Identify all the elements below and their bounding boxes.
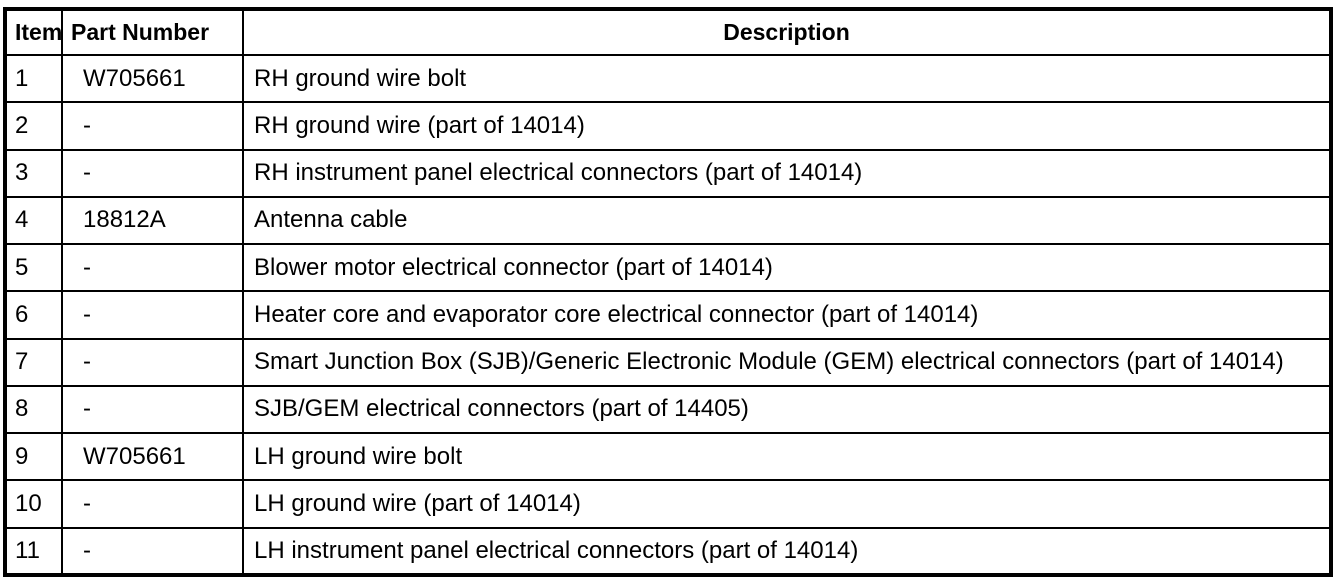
description-cell: LH instrument panel electrical connector…	[242, 526, 1332, 577]
description-cell: Antenna cable	[242, 195, 1332, 246]
item-cell: 6	[4, 290, 63, 340]
part-number-cell: -	[61, 337, 244, 387]
table-header-row: Item Part Number Description	[4, 8, 1332, 56]
parts-table: Item Part Number Description 1 W705661 R…	[3, 7, 1333, 577]
table-row: 3 - RH instrument panel electrical conne…	[4, 148, 1332, 198]
part-number-cell: W705661	[61, 432, 244, 482]
table-row: 4 18812A Antenna cable	[4, 195, 1332, 246]
description-cell: SJB/GEM electrical connectors (part of 1…	[242, 384, 1332, 435]
item-cell: 9	[4, 432, 63, 482]
item-cell: 3	[4, 148, 63, 198]
part-number-cell: -	[61, 101, 244, 151]
item-cell: 7	[4, 337, 63, 387]
item-cell: 11	[4, 526, 63, 577]
table-row: 7 - Smart Junction Box (SJB)/Generic Ele…	[4, 337, 1332, 387]
item-cell: 10	[4, 479, 63, 529]
description-cell: LH ground wire bolt	[242, 432, 1332, 482]
description-cell: RH instrument panel electrical connector…	[242, 148, 1332, 198]
part-number-cell: -	[61, 290, 244, 340]
table-row: 8 - SJB/GEM electrical connectors (part …	[4, 384, 1332, 435]
table-row: 5 - Blower motor electrical connector (p…	[4, 243, 1332, 293]
part-number-cell: -	[61, 148, 244, 198]
item-cell: 8	[4, 384, 63, 435]
description-cell: RH ground wire bolt	[242, 53, 1332, 104]
part-number-cell: 18812A	[61, 195, 244, 246]
table-row: 11 - LH instrument panel electrical conn…	[4, 526, 1332, 577]
part-number-cell: -	[61, 243, 244, 293]
description-cell: RH ground wire (part of 14014)	[242, 101, 1332, 151]
part-number-cell: W705661	[61, 53, 244, 104]
description-cell: LH ground wire (part of 14014)	[242, 479, 1332, 529]
item-cell: 1	[4, 53, 63, 104]
item-cell: 2	[4, 101, 63, 151]
part-number-cell: -	[61, 479, 244, 529]
table-row: 2 - RH ground wire (part of 14014)	[4, 101, 1332, 151]
description-column-header: Description	[242, 8, 1332, 56]
table-row: 1 W705661 RH ground wire bolt	[4, 53, 1332, 104]
description-cell: Smart Junction Box (SJB)/Generic Electro…	[242, 337, 1332, 387]
table-row: 6 - Heater core and evaporator core elec…	[4, 290, 1332, 340]
description-cell: Heater core and evaporator core electric…	[242, 290, 1332, 340]
description-cell: Blower motor electrical connector (part …	[242, 243, 1332, 293]
part-number-column-header: Part Number	[61, 8, 244, 56]
table-row: 10 - LH ground wire (part of 14014)	[4, 479, 1332, 529]
item-column-header: Item	[4, 8, 63, 56]
table-row: 9 W705661 LH ground wire bolt	[4, 432, 1332, 482]
item-cell: 4	[4, 195, 63, 246]
item-cell: 5	[4, 243, 63, 293]
part-number-cell: -	[61, 384, 244, 435]
part-number-cell: -	[61, 526, 244, 577]
